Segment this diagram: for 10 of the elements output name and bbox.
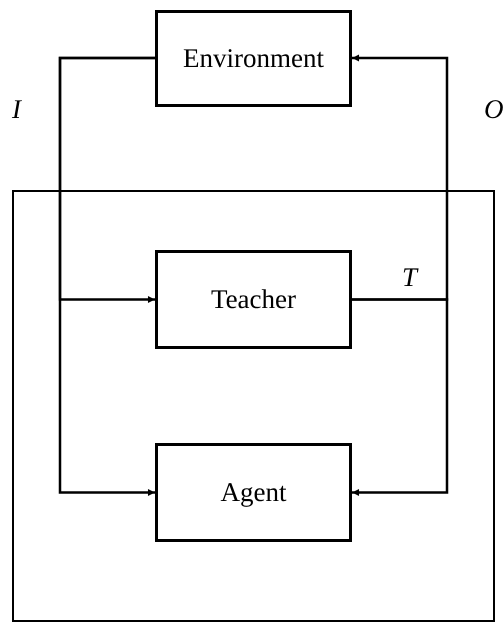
signal-label: T	[402, 264, 418, 291]
arrow	[58, 56, 155, 496]
system-boundary-box	[12, 190, 495, 622]
signal-label: I	[12, 96, 21, 123]
process-box: Environment	[155, 10, 352, 107]
arrow	[352, 298, 448, 496]
arrow	[352, 54, 448, 301]
signal-label: O	[484, 96, 504, 123]
process-box: Agent	[155, 443, 352, 542]
process-box: Teacher	[155, 250, 352, 349]
